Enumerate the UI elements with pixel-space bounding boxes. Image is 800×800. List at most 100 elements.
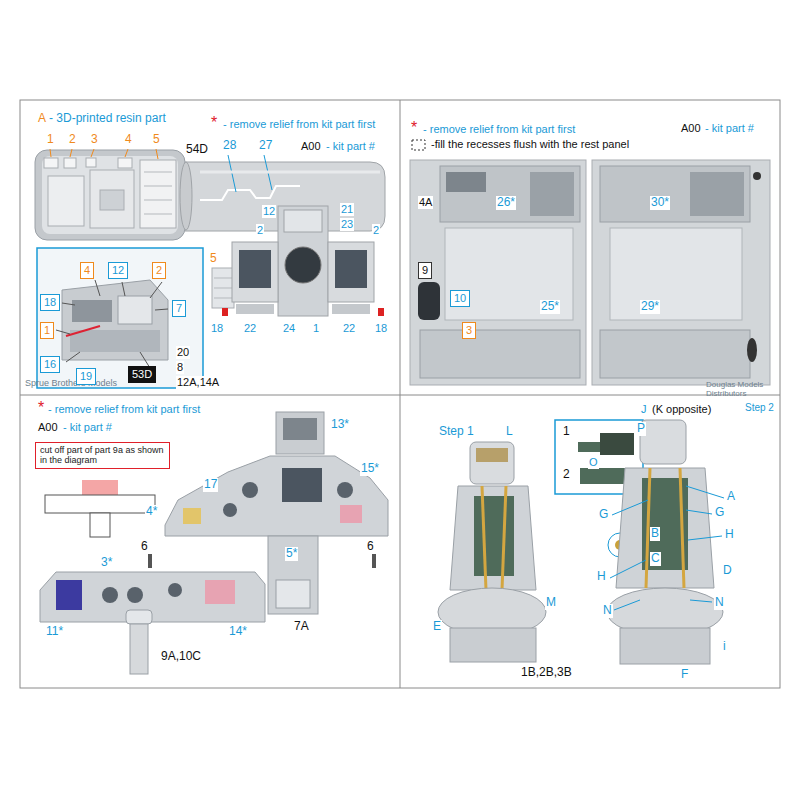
drawing-shape	[122, 282, 125, 296]
drawing-shape	[144, 200, 172, 201]
callout-label: Douglas Models Distributors	[705, 380, 775, 398]
callout-label: 14*	[228, 625, 248, 639]
callout-label: 5	[209, 252, 218, 266]
callout-label: 3	[90, 133, 99, 147]
callout-box: 16	[40, 356, 60, 373]
drawing-shape	[412, 140, 425, 150]
callout-box: 19	[76, 368, 96, 385]
callout-label: G	[714, 506, 725, 520]
callout-box: 2	[152, 262, 166, 279]
callout-label: 1B,2B,3B	[520, 666, 573, 680]
callout-label: *	[410, 119, 418, 137]
callout-label: Step 2	[744, 402, 775, 414]
drawing-shape	[50, 149, 51, 157]
callout-label: 2	[562, 468, 571, 482]
drawing-shape	[72, 300, 112, 322]
drawing-shape	[410, 160, 586, 385]
drawing-shape	[600, 166, 750, 222]
drawing-shape	[66, 352, 80, 362]
callout-label: 21	[340, 203, 354, 216]
callout-label: F	[680, 668, 689, 682]
callout-box: 9	[418, 262, 432, 279]
callout-label: i	[722, 640, 727, 654]
callout-label: - 3D-printed resin part	[48, 112, 167, 126]
drawing-shape	[144, 172, 172, 173]
callout-label: Step 1	[438, 425, 475, 439]
drawing-shape	[214, 288, 232, 289]
drawing-shape	[420, 330, 580, 378]
callout-text: 9	[422, 264, 428, 277]
drawing-shape	[91, 149, 94, 157]
drawing-shape	[612, 500, 648, 515]
callout-label: 1	[312, 322, 320, 335]
drawing-shape	[284, 210, 322, 232]
callout-label: O	[588, 456, 599, 469]
callout-label: 2	[372, 224, 380, 237]
drawing-shape	[144, 214, 172, 215]
callout-label: 11*	[45, 625, 64, 639]
callout-box: 4	[80, 262, 94, 279]
callout-label: *	[210, 114, 218, 132]
drawing-shape	[610, 228, 742, 320]
callout-label: A00	[300, 140, 322, 153]
drawing-shape	[118, 158, 132, 168]
callout-box: 10	[450, 290, 470, 307]
drawing-shape	[372, 554, 376, 568]
callout-label: 12	[262, 205, 276, 218]
callout-label: 3*	[100, 556, 113, 570]
callout-label: 54D	[185, 143, 209, 157]
callout-label: H	[596, 570, 607, 584]
drawing-shape	[144, 186, 172, 187]
callout-label: P	[636, 422, 646, 436]
callout-label: A	[37, 112, 47, 126]
drawing-shape	[620, 628, 710, 664]
drawing-shape	[335, 250, 367, 288]
drawing-shape	[282, 468, 322, 502]
drawing-shape	[418, 282, 440, 320]
drawing-shape	[232, 242, 278, 302]
callout-label: - remove relief from kit part first	[422, 123, 576, 136]
callout-label: 22	[342, 322, 356, 335]
callout-label: 15*	[360, 462, 380, 476]
drawing-shape	[445, 228, 573, 320]
callout-label: C	[650, 552, 661, 566]
drawing-shape	[470, 442, 514, 484]
callout-text: cut off part of part 9a as shown in the …	[40, 445, 165, 466]
drawing-shape	[530, 172, 574, 216]
drawing-shape	[502, 486, 506, 590]
callout-text: 4	[84, 264, 90, 277]
drawing-shape	[70, 149, 72, 157]
callout-label: D	[722, 564, 733, 578]
callout-label: 25*	[540, 300, 560, 314]
drawing-shape	[130, 624, 148, 674]
drawing-shape	[222, 308, 228, 316]
drawing-shape	[242, 482, 258, 498]
drawing-shape	[214, 278, 232, 279]
drawing-shape	[183, 508, 201, 524]
callout-label: - kit part #	[325, 140, 376, 153]
drawing-shape	[268, 536, 318, 614]
drawing-shape	[680, 468, 684, 588]
callout-label: 5*	[285, 547, 298, 561]
drawing-shape	[450, 628, 536, 662]
callout-text: 1	[44, 324, 50, 337]
drawing-shape	[70, 330, 160, 352]
callout-box: 1	[40, 322, 54, 339]
callout-text: 7	[176, 302, 182, 315]
callout-label: A	[726, 490, 736, 504]
drawing-shape	[95, 280, 100, 296]
drawing-shape	[35, 150, 185, 240]
drawing-shape	[592, 160, 770, 385]
callout-label: 6	[366, 540, 375, 554]
drawing-shape	[378, 308, 384, 316]
drawing-shape	[482, 486, 486, 590]
callout-label: 23	[340, 218, 354, 231]
drawing-shape	[140, 160, 176, 228]
callout-box: cut off part of part 9a as shown in the …	[35, 442, 170, 469]
callout-label: 30*	[650, 196, 670, 210]
callout-label: - remove relief from kit part first	[47, 403, 201, 416]
drawing-shape	[223, 503, 237, 517]
drawing-shape	[640, 420, 686, 464]
callout-box: 18	[40, 294, 60, 311]
